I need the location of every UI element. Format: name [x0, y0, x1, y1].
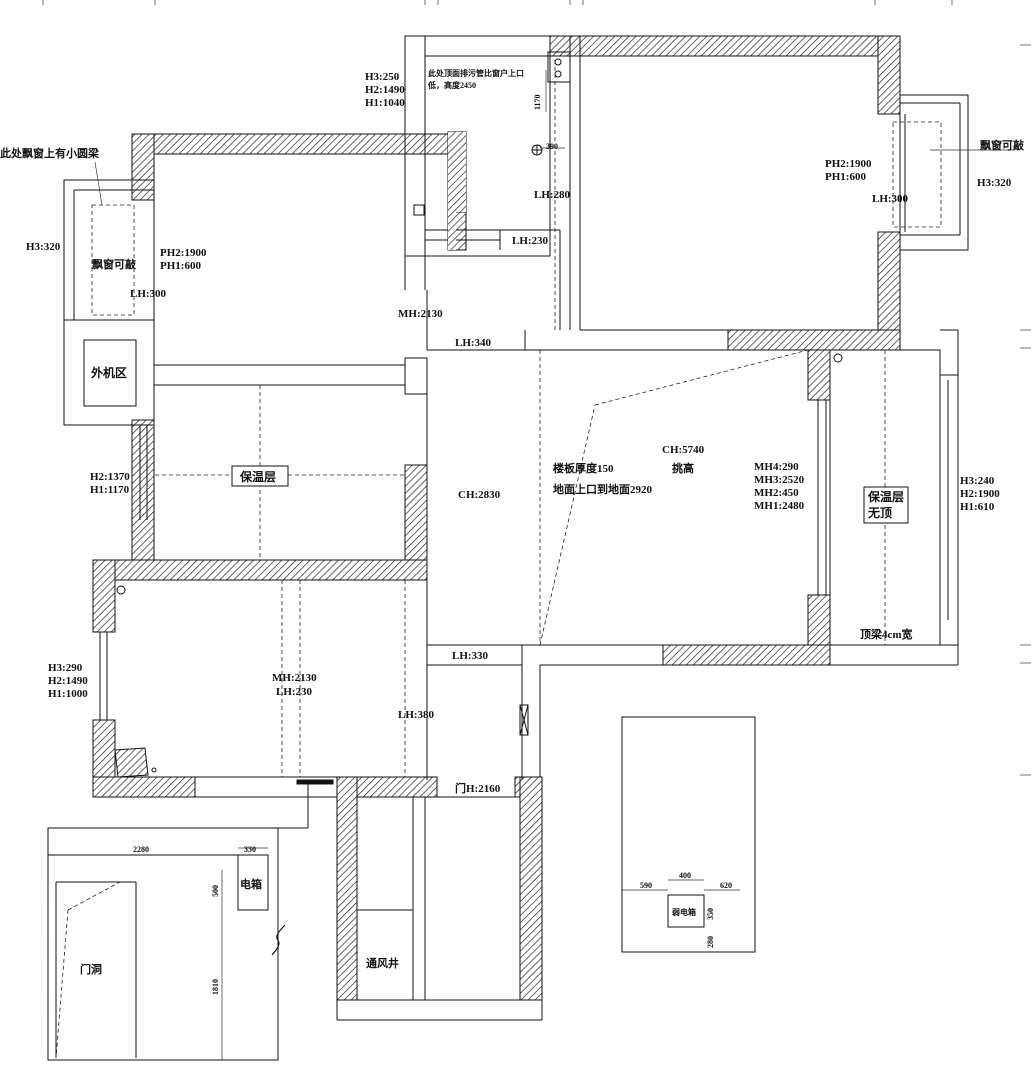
outlet-icon [413, 204, 425, 216]
dim-1810: 1810 [211, 979, 220, 995]
bay-window-beam-note: 此处飘窗上有小圆梁 [0, 146, 100, 160]
slab-thickness-label: 楼板厚度150 [553, 461, 614, 475]
insulation-right-label: 保温层 [867, 489, 904, 504]
label-boxes [231, 465, 909, 524]
pipe-icon-3 [116, 585, 126, 595]
h3-320-right: H3:320 [977, 177, 1012, 189]
text-labels: 此处飘窗上有小圆梁 此处顶面排污管比窗户上口 低，高度2450 飘窗可敲 飘窗可… [0, 68, 1025, 995]
bay-window-right-note: 飘窗可敲 [980, 138, 1025, 152]
right-tick-marks [1020, 44, 1031, 776]
pipe-icon-4 [833, 353, 843, 363]
break-mark-icon [271, 924, 286, 956]
left-window-h2: H2:1370 [90, 471, 130, 483]
top-window-h1: H1:1040 [365, 97, 405, 109]
bay-window-left-note: 飘窗可敲 [92, 257, 137, 271]
ac-zone-label: 外机区 [91, 365, 127, 380]
door-h-2160: 门H:2160 [455, 781, 501, 795]
right-window-h1: H1:610 [960, 501, 995, 513]
ch-2830: CH:2830 [458, 489, 501, 501]
electric-box-label: 电箱 [240, 877, 262, 891]
insulation-left-label: 保温层 [239, 469, 276, 484]
pipe-icon-5 [151, 767, 157, 773]
fixtures [116, 58, 843, 956]
pipe-note-2: 低，高度2450 [427, 80, 476, 90]
top-beam-label: 顶梁4cm宽 [860, 627, 913, 641]
no-ceiling-label: 无顶 [867, 506, 892, 520]
right-bay-ph2: PH2:1900 [825, 158, 872, 170]
top-window-h3: H3:250 [365, 71, 400, 83]
dashed-lines [47, 60, 942, 1059]
dim-330: 330 [244, 845, 256, 854]
lh-230-top: LH:230 [512, 235, 549, 247]
vent-shaft-label: 通风井 [366, 956, 399, 970]
h3-320-left: H3:320 [26, 241, 61, 253]
bed-window-h1: H1:1000 [48, 688, 88, 700]
double-height-label: 挑高 [672, 461, 694, 475]
top-window-h2: H2:1490 [365, 84, 405, 96]
outlines [47, 35, 969, 1061]
dim-2280: 2280 [133, 845, 149, 854]
lh-330: LH:330 [452, 650, 489, 662]
right-window-h2: H2:1900 [960, 488, 1000, 500]
dim-390: 390 [546, 142, 558, 151]
left-bay-ph2: PH2:1900 [160, 247, 207, 259]
bed-window-h3: H3:290 [48, 662, 83, 674]
pipe-icon-2 [554, 70, 562, 78]
lh-340: LH:340 [455, 337, 492, 349]
ch-5740: CH:5740 [662, 444, 705, 456]
weak-dim-350: 350 [706, 908, 715, 920]
mh-2130-top: MH:2130 [398, 308, 443, 320]
top-tick-marks [42, 0, 953, 5]
weak-box-label: 弱电箱 [672, 907, 696, 917]
pipe-note-1: 此处顶面排污管比窗户上口 [428, 68, 524, 78]
left-bay-ph1: PH1:600 [160, 260, 201, 272]
dim-500: 500 [211, 885, 220, 897]
bed-lh-230: LH:230 [276, 686, 313, 698]
slab-height-label: 地面上口到地面2920 [553, 482, 652, 496]
right-bay-ph1: PH1:600 [825, 171, 866, 183]
lh-300-left: LH:300 [130, 288, 167, 300]
weak-dim-620: 620 [720, 881, 732, 890]
mh3: MH3:2520 [754, 474, 805, 486]
mh2: MH2:450 [754, 487, 799, 499]
bed-window-h2: H2:1490 [48, 675, 88, 687]
mh1: MH1:2480 [754, 500, 805, 512]
door-opening-label: 门洞 [80, 962, 102, 976]
mh4: MH4:290 [754, 461, 799, 473]
lh-380: LH:380 [398, 709, 435, 721]
weak-dim-590: 590 [640, 881, 652, 890]
weak-dim-400: 400 [679, 871, 691, 880]
bed-mh-2130: MH:2130 [272, 672, 317, 684]
pipe-icon-1 [554, 58, 562, 66]
lh-300-right: LH:300 [872, 193, 909, 205]
dim-1170: 1170 [533, 94, 542, 110]
lh-280: LH:280 [534, 189, 571, 201]
weak-dim-280: 280 [706, 936, 715, 948]
left-window-h1: H1:1170 [90, 484, 130, 496]
leader-lines [94, 70, 1015, 1060]
pipe-shaft-hatch [114, 132, 466, 778]
right-window-h3: H3:240 [960, 475, 995, 487]
